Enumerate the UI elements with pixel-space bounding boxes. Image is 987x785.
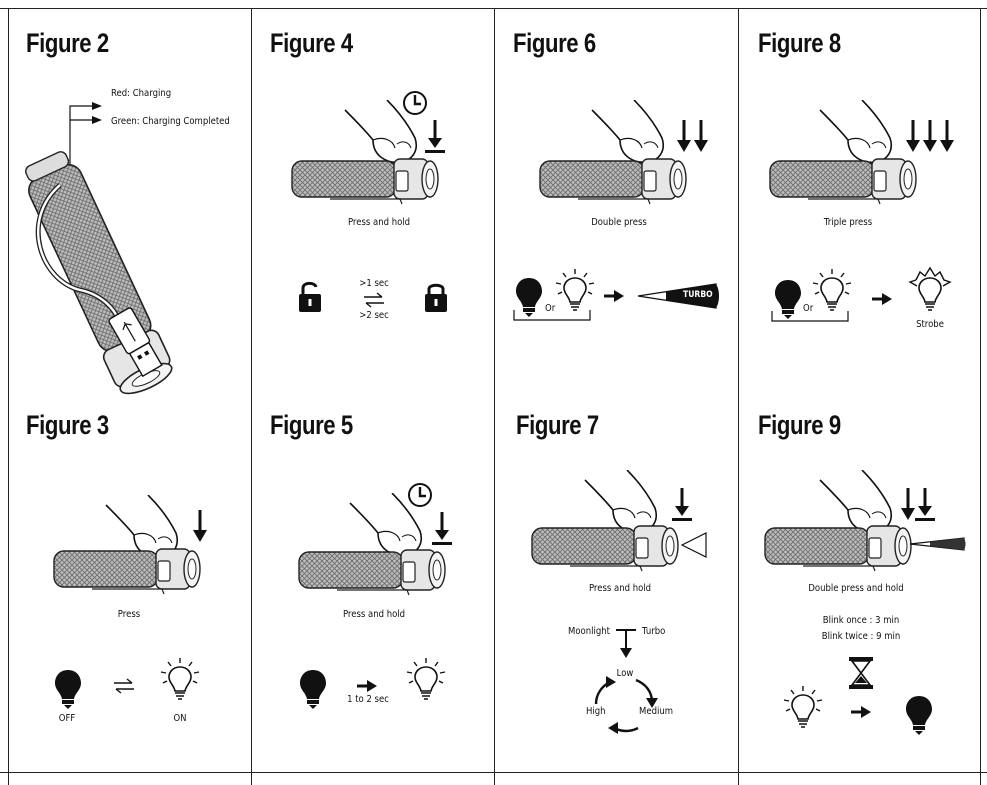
figure-4-title: Figure 4: [270, 28, 353, 58]
turbo-mode-label: Turbo: [642, 626, 666, 637]
figure-6-caption: Double press: [591, 217, 647, 228]
bulb-off-icon: [904, 694, 934, 736]
figure-9-caption: Double press and hold: [808, 583, 904, 594]
figure-5-title: Figure 5: [270, 410, 353, 440]
medium-label: Medium: [639, 706, 673, 717]
press-down-arrow-icon: [915, 488, 935, 524]
mode-branch-arrow: [616, 629, 636, 658]
divider: [8, 8, 9, 785]
bulb-on-icon: [555, 268, 595, 316]
press-down-arrow-icon: [192, 510, 208, 546]
flashlight-icon: [290, 155, 440, 205]
arrow-right-icon: [851, 706, 871, 718]
lock-open-icon: [297, 280, 323, 314]
press-down-arrow-icon: [900, 488, 916, 524]
figure-4-caption: Press and hold: [347, 217, 411, 228]
swap-arrows-icon: [362, 292, 386, 308]
divider: [251, 8, 252, 785]
press-down-arrow-icon: [425, 120, 445, 156]
press-down-arrow-icon: [905, 120, 921, 156]
charging-red-label: Red: Charging: [111, 88, 172, 99]
flashlight-icon: [763, 522, 913, 572]
on-label: ON: [173, 713, 187, 724]
figure-2-title: Figure 2: [26, 28, 109, 58]
figure-9-title: Figure 9: [758, 410, 841, 440]
bulb-off-icon: [298, 668, 328, 710]
bracket: [513, 310, 591, 321]
swap-arrows-icon: [112, 678, 136, 694]
light-beam-icon: [680, 532, 707, 558]
bottom-border: [0, 772, 987, 773]
top-border: [0, 8, 987, 9]
bulb-off-icon: [53, 668, 83, 710]
bulb-on-icon: [812, 268, 852, 316]
blink-twice-label: Blink twice : 9 min: [821, 631, 901, 642]
press-down-arrow-icon: [939, 120, 955, 156]
press-down-arrow-icon: [676, 120, 692, 156]
light-beam-icon: [909, 537, 966, 551]
low-label: Low: [616, 668, 634, 679]
flashlight-icon: [297, 546, 447, 596]
blink-once-label: Blink once : 3 min: [822, 615, 900, 626]
press-down-arrow-icon: [922, 120, 938, 156]
divider: [738, 8, 739, 785]
charging-green-label: Green: Charging Completed: [111, 116, 230, 127]
strobe-label: Strobe: [916, 319, 944, 330]
bracket: [771, 311, 849, 322]
figure-8-caption: Triple press: [823, 217, 873, 228]
high-label: High: [586, 706, 606, 717]
flashlight-icon: [768, 155, 918, 205]
moonlight-label: Moonlight: [568, 626, 610, 637]
strobe-icon: [908, 266, 952, 311]
charging-illustration: [25, 102, 173, 395]
press-down-arrow-icon: [672, 488, 692, 524]
or-label: Or: [803, 303, 814, 314]
flashlight-icon: [530, 522, 680, 572]
time-over-1-sec: >1 sec: [359, 278, 389, 289]
figure-7-title: Figure 7: [516, 410, 599, 440]
figure-8-title: Figure 8: [758, 28, 841, 58]
flashlight-icon: [52, 545, 202, 595]
figure-7-caption: Press and hold: [588, 583, 652, 594]
hourglass-icon: [849, 657, 873, 689]
or-label: Or: [545, 303, 556, 314]
turbo-label: TURBO: [683, 290, 713, 300]
bulb-on-icon: [406, 657, 446, 705]
figure-3-caption: Press: [117, 609, 141, 620]
bulb-on-icon: [783, 685, 823, 733]
figure-5-caption: Press and hold: [342, 609, 406, 620]
turbo-beam-icon: [637, 283, 719, 309]
arrow-right-icon: [357, 680, 377, 692]
mode-cycle-arrows: [594, 676, 658, 734]
figure-6-title: Figure 6: [513, 28, 596, 58]
arrow-right-icon: [604, 290, 624, 302]
lock-closed-icon: [423, 280, 449, 314]
bulb-on-icon: [160, 657, 200, 705]
off-label: OFF: [58, 713, 76, 724]
divider: [494, 8, 495, 785]
arrow-right-icon: [872, 293, 892, 305]
flashlight-icon: [538, 155, 688, 205]
figure-3-title: Figure 3: [26, 410, 109, 440]
press-down-arrow-icon: [693, 120, 709, 156]
divider: [980, 8, 981, 785]
time-1-to-2-sec: 1 to 2 sec: [347, 694, 389, 705]
time-over-2-sec: >2 sec: [359, 310, 389, 321]
press-down-arrow-icon: [432, 512, 452, 548]
